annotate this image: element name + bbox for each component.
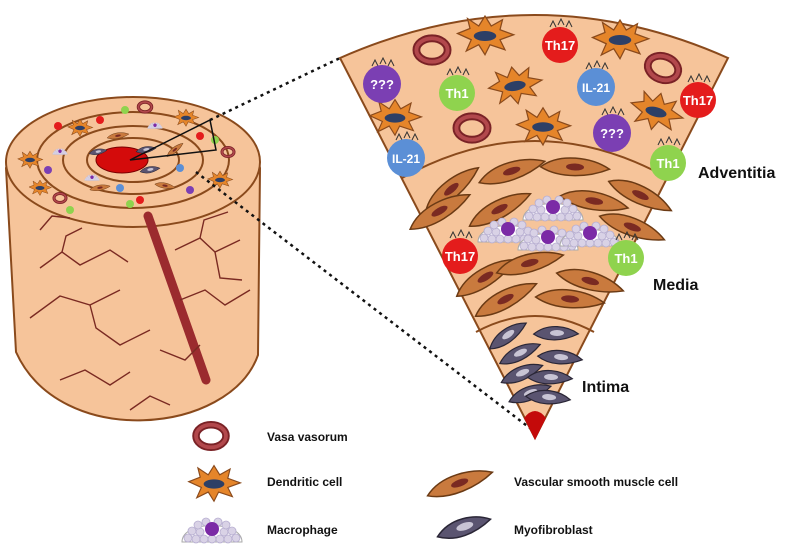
svg-text:Th17: Th17 (683, 93, 713, 108)
vasa-vasorum-icon (196, 425, 226, 448)
svg-text:IL-21: IL-21 (392, 152, 420, 166)
vsmc-icon (423, 467, 496, 500)
th1-cell: Th1 (650, 136, 686, 181)
svg-text:???: ??? (600, 126, 624, 141)
legend-item-vasa-vasorum: Vasa vasorum (196, 425, 348, 448)
artery-wedge: Th17 Th17 ??? ??? Th1 Th1 (338, 14, 730, 441)
il21-cell: IL-21 (387, 131, 425, 177)
svg-text:Macrophage: Macrophage (267, 523, 338, 537)
unknown-cell: ??? (593, 106, 631, 152)
th1-cell: Th1 (439, 66, 475, 111)
legend: Vasa vasorum Dendritic cell Macrophage V… (181, 425, 678, 544)
adventitia-label: Adventitia (698, 165, 775, 182)
media-label: Media (653, 277, 698, 294)
th17-cell: Th17 (542, 18, 578, 63)
legend-item-dendritic-cell: Dendritic cell (188, 465, 342, 502)
unknown-cell: ??? (363, 57, 401, 103)
macrophage-icon (181, 517, 243, 544)
svg-text:Th17: Th17 (545, 38, 575, 53)
th17-cell: Th17 (680, 73, 716, 118)
svg-text:Myofibroblast: Myofibroblast (514, 523, 593, 537)
myofibroblast-icon (434, 513, 494, 542)
svg-text:Th1: Th1 (445, 86, 468, 101)
svg-text:Vascular smooth muscle cell: Vascular smooth muscle cell (514, 475, 678, 489)
th17-cell: Th17 (442, 229, 478, 274)
artery-cylinder (4, 96, 262, 422)
svg-text:Th17: Th17 (445, 249, 475, 264)
svg-text:Vasa vasorum: Vasa vasorum (267, 430, 348, 444)
dendritic-cell-icon (188, 465, 242, 502)
svg-text:Dendritic cell: Dendritic cell (267, 475, 342, 489)
intima-label: Intima (582, 379, 629, 396)
zoom-lines (195, 56, 536, 433)
legend-item-macrophage: Macrophage (181, 517, 338, 544)
svg-text:???: ??? (370, 77, 394, 92)
svg-text:IL-21: IL-21 (582, 81, 610, 95)
svg-text:Th1: Th1 (656, 156, 679, 171)
th1-cell: Th1 (608, 231, 644, 276)
legend-item-vsmc: Vascular smooth muscle cell (423, 467, 678, 500)
il21-cell: IL-21 (577, 60, 615, 106)
svg-text:Th1: Th1 (614, 251, 637, 266)
legend-item-myofibroblast: Myofibroblast (434, 513, 593, 542)
